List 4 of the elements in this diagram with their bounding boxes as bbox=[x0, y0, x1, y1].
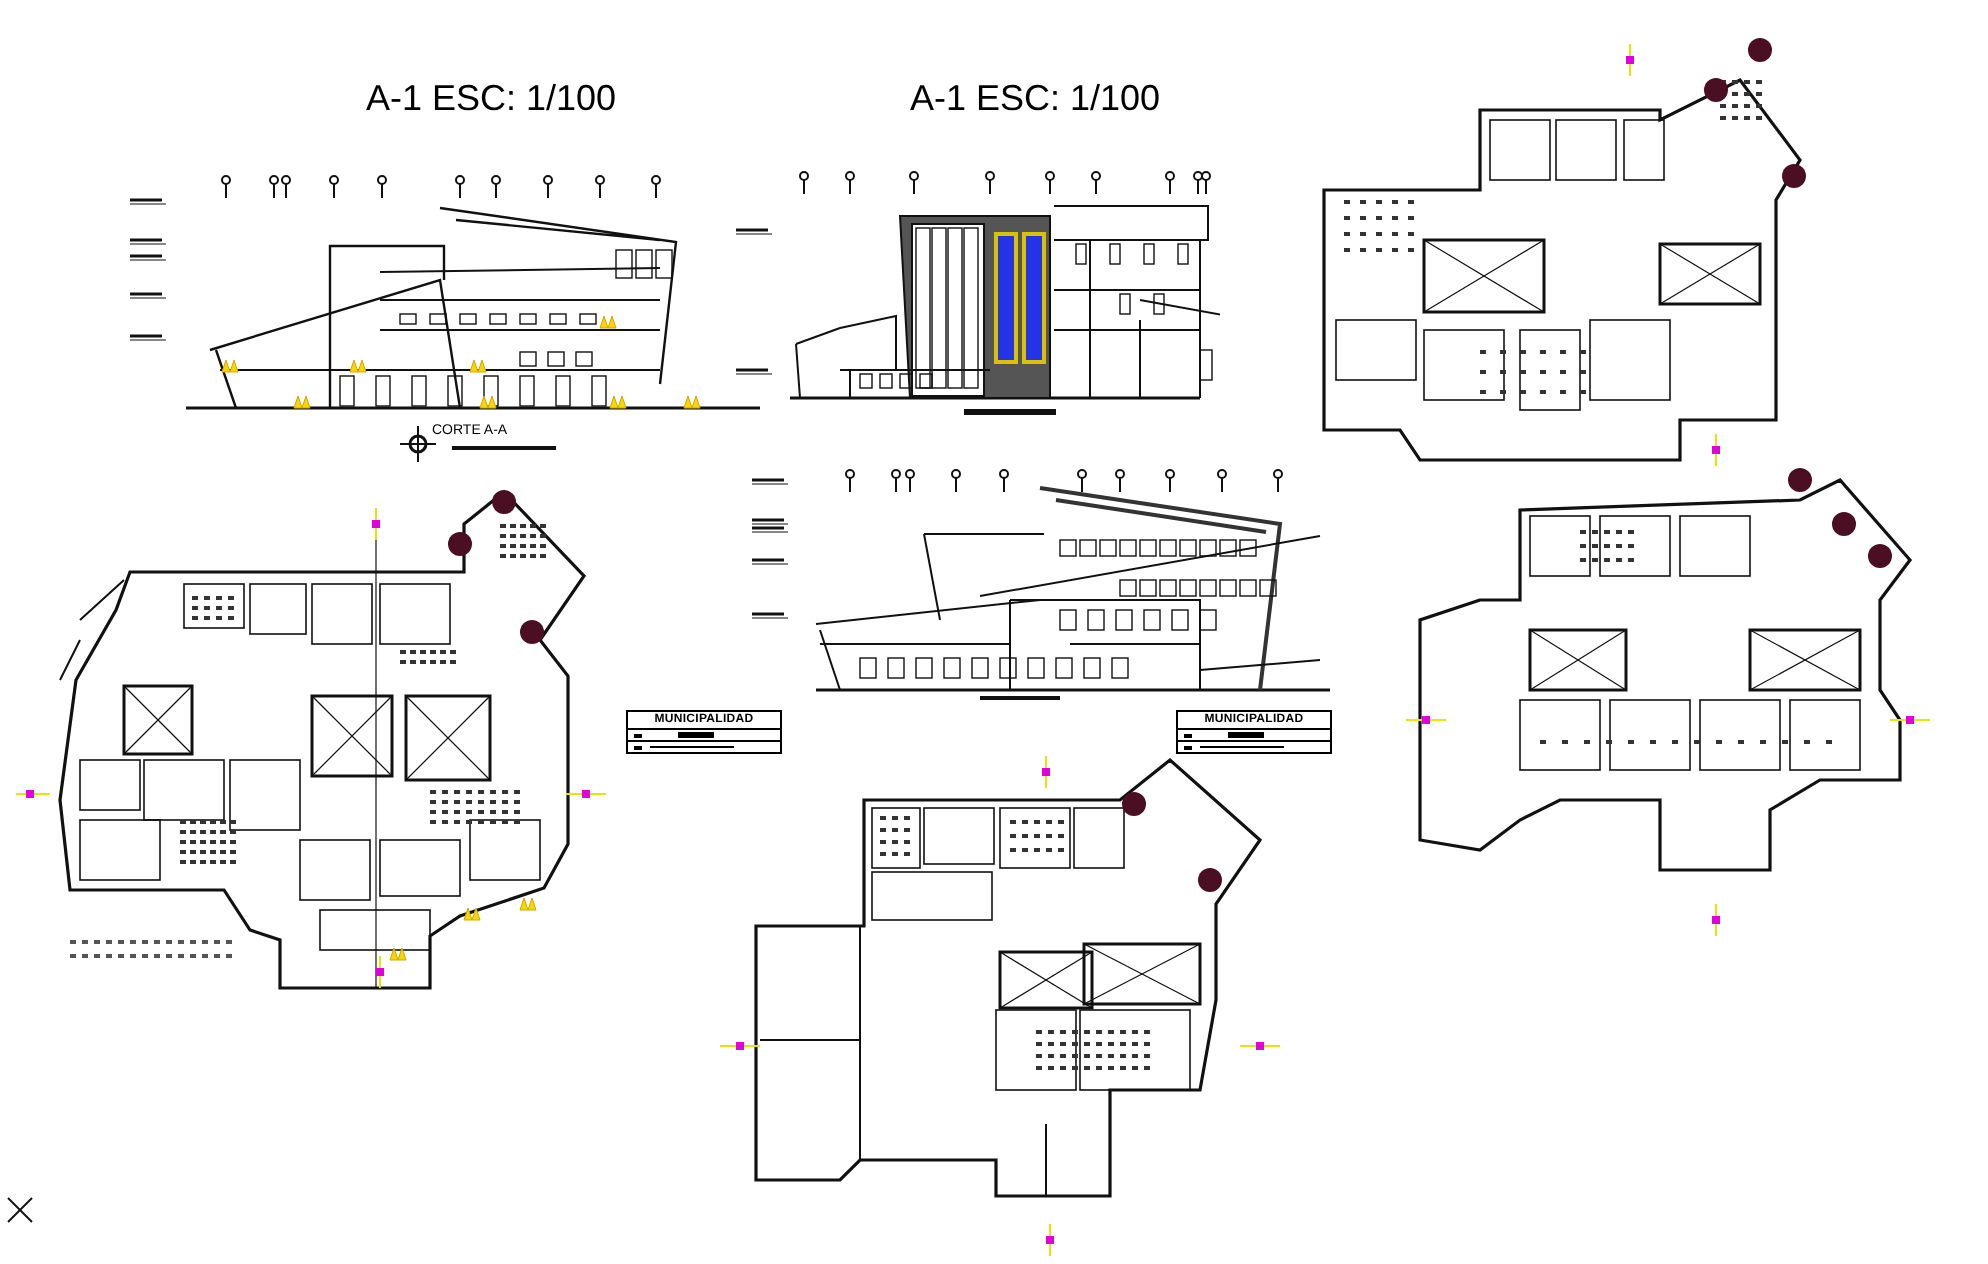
drawing-title: A-1 ESC: 1/100 bbox=[910, 80, 1161, 116]
drawing-title: A-1 ESC: 1/100 bbox=[366, 80, 617, 116]
title-block bbox=[1176, 710, 1332, 754]
title-block bbox=[626, 710, 782, 754]
